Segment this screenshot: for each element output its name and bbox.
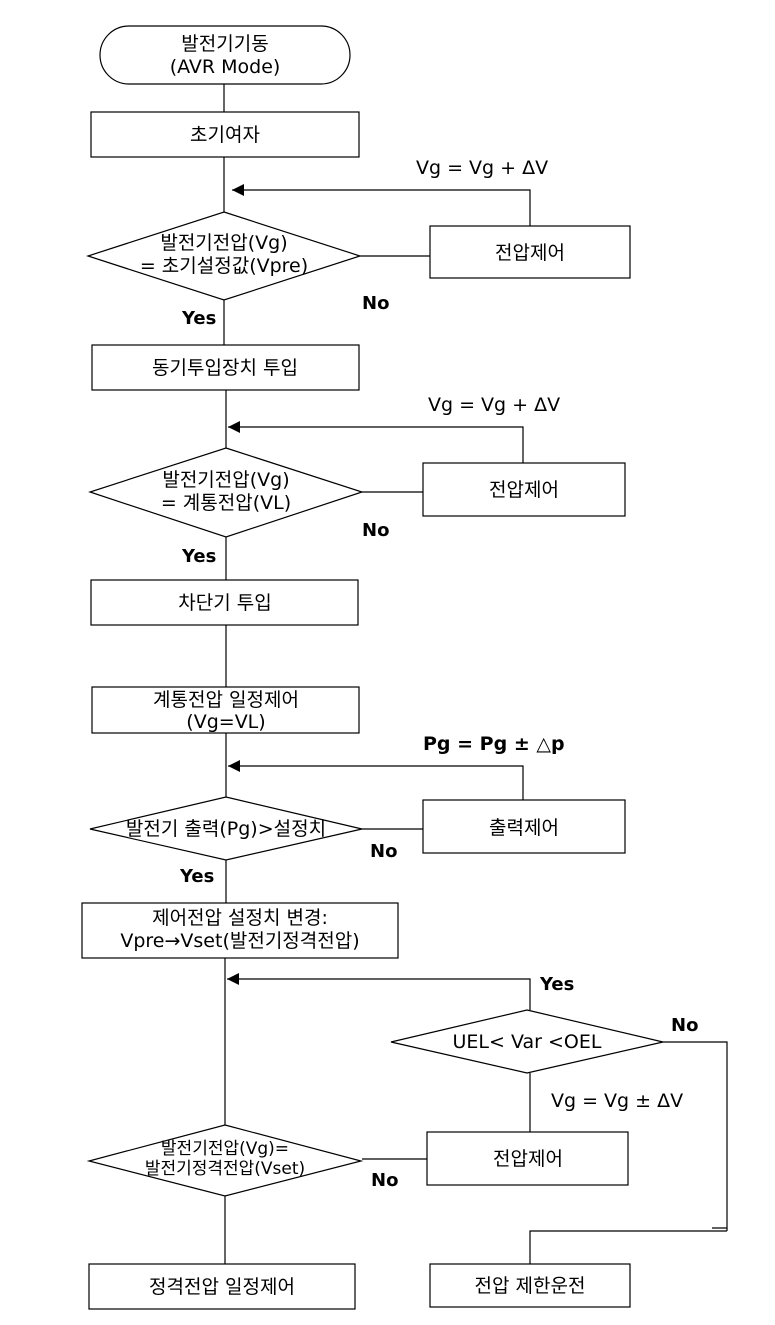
voltage-control-box-3 xyxy=(426,1131,629,1186)
voltage-control-label: 전압제어 xyxy=(493,1148,563,1170)
start-label-line2: (AVR Mode) xyxy=(170,56,281,78)
decision2-line2: = 계통전압(VL) xyxy=(161,492,291,514)
voltage-limit-operation-label: 전압 제한운전 xyxy=(475,1275,586,1297)
grid-voltage-control-box xyxy=(91,686,360,734)
yes-label: Yes xyxy=(181,308,216,329)
sync-device-label: 동기투입장치 투입 xyxy=(152,357,298,379)
decision3-label: 발전기 출력(Pg)>설정치 xyxy=(126,818,326,840)
equation-vg-adjust: Vg = Vg ± ΔV xyxy=(551,1090,683,1112)
feedback-arrow xyxy=(228,760,524,800)
setpoint-change-line2: Vpre→Vset(발전기정격전압) xyxy=(120,930,359,952)
no-label: No xyxy=(362,520,389,541)
no-label: No xyxy=(371,1170,398,1191)
decision-var-limits xyxy=(390,1009,664,1074)
setpoint-change-line1: 제어전압 설정치 변경: xyxy=(152,907,328,929)
voltage-control-label: 전압제어 xyxy=(495,242,565,264)
decision-output xyxy=(89,796,363,861)
decision-vg-vset xyxy=(86,1124,364,1197)
start-label-line1: 발전기기동 xyxy=(181,33,268,55)
rated-voltage-control-box xyxy=(88,1263,356,1310)
setpoint-change-box xyxy=(81,902,399,959)
initial-excitation-label: 초기여자 xyxy=(190,124,260,146)
voltage-control-box-2 xyxy=(422,462,626,517)
breaker-box xyxy=(90,579,359,626)
decision1-line1: 발전기전압(Vg) xyxy=(160,232,287,254)
decision-vg-vl xyxy=(88,447,364,538)
grid-voltage-control-line2: (Vg=VL) xyxy=(186,711,265,733)
decision5-line2: 발전기정격전압(Vset) xyxy=(145,1159,305,1179)
decision-vg-vpre xyxy=(86,211,362,301)
output-control-label: 출력제어 xyxy=(489,817,559,839)
voltage-control-label: 전압제어 xyxy=(489,479,559,501)
output-control-box xyxy=(422,799,626,854)
rated-voltage-control-label: 정격전압 일정제어 xyxy=(149,1276,295,1298)
connector-line xyxy=(663,1041,728,1229)
yes-label: Yes xyxy=(181,546,216,567)
initial-excitation-box xyxy=(90,111,360,158)
equation-vg-increment: Vg = Vg + ΔV xyxy=(416,157,548,179)
equation-pg-adjust: Pg = Pg ± △p xyxy=(423,733,565,755)
voltage-control-box-1 xyxy=(429,225,631,279)
no-label: No xyxy=(362,293,389,314)
decision2-line1: 발전기전압(Vg) xyxy=(162,469,289,491)
grid-voltage-control-line1: 계통전압 일정제어 xyxy=(153,689,299,711)
decision1-line2: = 초기설정값(Vpre) xyxy=(140,255,308,277)
decision5-line1: 발전기전압(Vg)= xyxy=(161,1139,289,1159)
sync-device-box xyxy=(91,344,360,391)
yes-label: Yes xyxy=(179,866,214,887)
feedback-arrow xyxy=(227,973,531,1010)
feedback-arrow xyxy=(228,421,524,463)
decision4-label: UEL< Var <OEL xyxy=(453,1031,602,1053)
start-terminator xyxy=(99,25,351,85)
voltage-limit-operation-box xyxy=(429,1263,631,1308)
yes-label: Yes xyxy=(539,974,574,995)
no-label: No xyxy=(370,841,397,862)
breaker-label: 차단기 투입 xyxy=(178,592,271,614)
equation-vg-increment: Vg = Vg + ΔV xyxy=(428,394,560,416)
no-label: No xyxy=(671,1015,698,1036)
connector-line xyxy=(529,1230,727,1264)
feedback-arrow xyxy=(232,184,531,226)
